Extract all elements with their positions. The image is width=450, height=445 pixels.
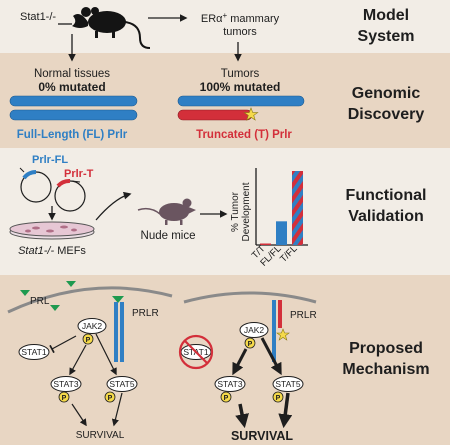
- chart-ylabel-line1: % Tumor: [230, 191, 241, 232]
- nude-mice-label: Nude mice: [141, 230, 196, 242]
- section-title-mechanism-line2: Mechanism: [342, 361, 429, 378]
- no-symbol-slash: [184, 340, 208, 364]
- mutation-star-icon: [276, 328, 290, 341]
- tumor-prlr-allele-full: [177, 95, 305, 107]
- strain-label: Stat1-/-: [20, 11, 56, 23]
- plasmid-t-icon: [54, 179, 86, 212]
- phospho-jak2-left: [82, 333, 94, 345]
- jak2-left-oval: [77, 318, 107, 334]
- tumors-label-line1: ERα+ mammary: [201, 11, 280, 25]
- jak2-right-label: JAK2: [244, 325, 265, 335]
- plasmid-fl-label: Prlr-FL: [32, 154, 68, 166]
- truncated-caption: Truncated (T) Prlr: [196, 129, 292, 141]
- phospho-jak2-right: [244, 337, 256, 349]
- normal-tissues-label: Normal tissues: [34, 68, 110, 80]
- no-symbol-icon: [178, 334, 214, 370]
- svg-text:P: P: [62, 395, 67, 402]
- mutation-star-icon: [243, 107, 259, 121]
- section-title-functional-line1: Functional: [346, 187, 427, 204]
- plasmid-t-label: Prlr-T: [64, 168, 94, 180]
- jak2-right-oval: [239, 322, 269, 338]
- svg-text:P: P: [108, 395, 113, 402]
- stat1-left-label: STAT1: [21, 347, 46, 357]
- prl-ligand-icon: [20, 290, 30, 296]
- bar-fl-fl: [276, 221, 287, 245]
- svg-text:P: P: [224, 395, 229, 402]
- stat1-left-oval: [18, 344, 50, 360]
- petri-dish-icon: [9, 221, 95, 240]
- bar-t-t: [260, 243, 271, 245]
- arrow-stat5-to-survival-right: [278, 392, 293, 429]
- prl-ligands: [20, 281, 124, 311]
- bar-t-fl: [292, 171, 303, 245]
- arrow-jak2-to-stat5-right: [260, 337, 282, 376]
- arrow-jak2-to-stat3-left: [69, 344, 87, 376]
- stat5-left-label: STAT5: [109, 379, 134, 389]
- prl-ligand-icon: [112, 296, 124, 303]
- survival-left-label: SURVIVAL: [76, 430, 125, 441]
- prlr-right-chain-fl: [272, 300, 276, 362]
- section-title-model-line1: Model: [363, 7, 409, 24]
- prl-label: PRL: [30, 296, 50, 307]
- arrow-jak2-to-stat3-right: [232, 348, 248, 376]
- tumor-prlr-allele-truncated: [177, 109, 253, 121]
- stat1-knockout: STAT1: [178, 334, 214, 370]
- tumors-label-line2: tumors: [223, 26, 257, 38]
- normal-mutated-pct: 0% mutated: [38, 80, 105, 94]
- jak2-inhibits-stat1: [49, 335, 77, 354]
- stat3-left-oval: [50, 376, 82, 392]
- arrow-stat3-to-survival-left: [71, 403, 87, 427]
- full-length-caption: Full-Length (FL) Prlr: [17, 129, 128, 141]
- normal-prlr-allele-1: [9, 95, 138, 107]
- jak2-left-label: JAK2: [82, 321, 103, 331]
- stat3-left-label: STAT3: [53, 379, 78, 389]
- tumor-development-chart: % Tumor Development T/TFL/FLT/FL: [230, 168, 308, 269]
- stat3-right-label: STAT3: [217, 379, 242, 389]
- arrow-jak2-to-stat5-left: [95, 333, 117, 376]
- arrow-stat5-to-survival-left: [111, 392, 123, 427]
- stat5-right-oval: [272, 376, 304, 392]
- membrane-right: [183, 291, 317, 304]
- band-proposed-mechanism: [0, 275, 450, 445]
- section-title-genomic-line2: Discovery: [348, 106, 425, 123]
- normal-prlr-allele-2: [9, 109, 138, 121]
- tumors-genomic-label: Tumors: [221, 68, 260, 80]
- prlr-right-chain-t: [278, 300, 282, 328]
- stat3-right-oval: [214, 376, 246, 392]
- prlr-label-left: PRLR: [132, 308, 159, 319]
- mefs-label: Stat1-/- MEFs: [18, 245, 86, 257]
- prl-ligand-icon: [66, 281, 76, 287]
- svg-text:P: P: [248, 341, 253, 348]
- prl-ligand-icon: [50, 305, 60, 311]
- membrane-left: [7, 286, 173, 314]
- stat5-left-oval: [106, 376, 138, 392]
- prlr-left-chain2: [120, 302, 124, 362]
- black-mouse-icon: [72, 7, 151, 49]
- arrow-to-nude-mice: [95, 191, 132, 221]
- tumor-mutated-pct: 100% mutated: [200, 80, 281, 94]
- survival-right-label: SURVIVAL: [231, 429, 293, 443]
- phospho-stat5-left: [104, 391, 116, 403]
- section-title-model-line2: System: [358, 28, 415, 45]
- section-title-genomic-line1: Genomic: [352, 85, 421, 102]
- prlr-label-right: PRLR: [290, 310, 317, 321]
- phospho-stat3-left: [58, 391, 70, 403]
- phospho-stat3-right: [220, 391, 232, 403]
- prlr-left-chain1: [114, 302, 118, 362]
- arrow-stat3-to-survival-right: [235, 403, 249, 429]
- chart-ylabel-line2: Development: [241, 182, 252, 241]
- plasmid-fl-icon: [19, 167, 52, 203]
- svg-text:P: P: [86, 337, 91, 344]
- stat5-right-label: STAT5: [275, 379, 300, 389]
- phospho-stat5-right: [272, 391, 284, 403]
- section-title-functional-line2: Validation: [348, 208, 424, 225]
- section-title-mechanism-line1: Proposed: [349, 340, 423, 357]
- nude-mouse-icon: [137, 198, 196, 225]
- svg-text:P: P: [276, 395, 281, 402]
